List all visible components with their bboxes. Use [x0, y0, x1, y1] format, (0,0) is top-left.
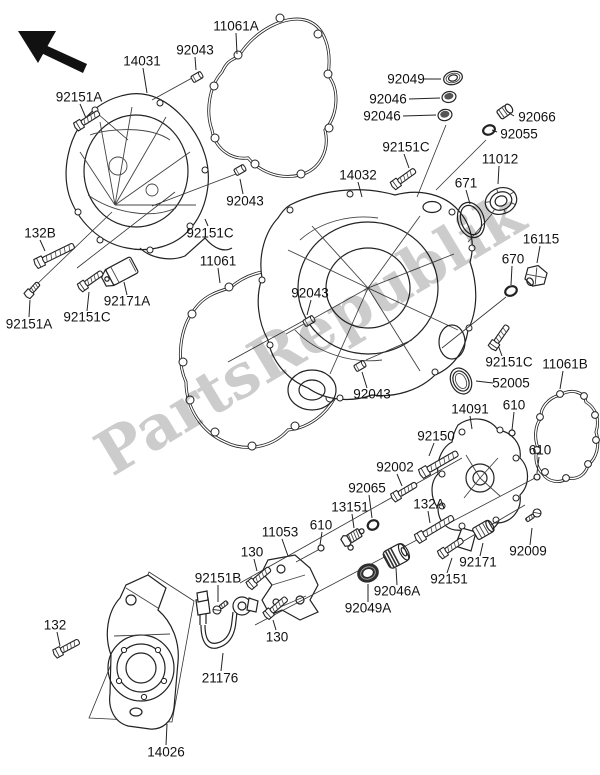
pin-610-3 — [318, 545, 324, 551]
part-label-92066: 92066 — [518, 109, 556, 125]
part-label-92151A: 92151A — [5, 316, 53, 332]
part-label-11061: 11061 — [199, 253, 237, 269]
part-label-21176: 21176 — [201, 670, 239, 686]
part-label-92043: 92043 — [291, 285, 329, 301]
part-label-610: 610 — [528, 442, 552, 458]
part-label-11061B: 11061B — [542, 356, 588, 372]
part-water-pump-cover-14091 — [432, 419, 528, 551]
part-label-92002: 92002 — [376, 459, 414, 475]
part-label-92055: 92055 — [500, 126, 538, 142]
part-sprocket-cover-14026 — [89, 572, 194, 729]
cap-11012 — [482, 183, 521, 218]
pin-610-1 — [509, 430, 515, 436]
valve-16115 — [521, 261, 551, 291]
cap-92046-2 — [437, 108, 453, 122]
part-label-92009: 92009 — [509, 543, 547, 559]
part-label-670: 670 — [501, 251, 525, 267]
part-generator-cover-14031 — [66, 94, 232, 259]
part-label-92065: 92065 — [348, 480, 386, 496]
part-gasket-11061B — [534, 391, 600, 482]
part-label-16115: 16115 — [522, 231, 560, 247]
part-label-92151B: 92151B — [194, 570, 242, 586]
part-label-52005: 52005 — [492, 375, 530, 391]
part-label-92046A: 92046A — [373, 583, 421, 599]
part-label-132B: 132B — [24, 225, 56, 241]
part-label-14091: 14091 — [451, 401, 489, 417]
part-label-92151C: 92151C — [382, 139, 430, 155]
part-label-92049A: 92049A — [344, 600, 392, 616]
oil-seal-52005 — [446, 365, 476, 398]
part-label-92171: 92171 — [459, 554, 497, 570]
seal-92049A — [357, 563, 379, 583]
part-label-610: 610 — [309, 517, 333, 533]
oring-92065 — [366, 518, 380, 531]
pin-610-2 — [534, 474, 540, 480]
holder-92171A — [99, 256, 138, 288]
part-label-11053: 11053 — [261, 524, 299, 540]
oring-92055 — [482, 124, 496, 137]
plug-92066 — [496, 103, 514, 120]
part-label-132: 132 — [43, 617, 67, 633]
part-label-11012: 11012 — [481, 151, 519, 167]
cap-92046-1 — [441, 90, 457, 103]
part-label-92043: 92043 — [353, 386, 391, 402]
part-label-13151: 13151 — [331, 499, 369, 515]
part-label-14032: 14032 — [339, 167, 377, 183]
sensor-21176 — [196, 591, 258, 648]
part-clutch-cover-14032 — [258, 190, 476, 410]
part-label-14031: 14031 — [123, 53, 161, 69]
part-label-92046: 92046 — [363, 108, 401, 124]
part-label-92171A: 92171A — [103, 293, 151, 309]
oring-671 — [453, 199, 489, 241]
part-label-92151C: 92151C — [485, 354, 533, 370]
leader-lines — [29, 33, 563, 745]
part-label-92151C: 92151C — [186, 225, 234, 241]
orientation-arrow-icon — [18, 31, 87, 73]
part-label-610: 610 — [502, 397, 526, 413]
oring-670 — [504, 284, 519, 297]
part-label-14026: 14026 — [147, 744, 185, 760]
part-label-130: 130 — [265, 629, 289, 645]
part-label-92151C: 92151C — [63, 309, 111, 325]
part-label-92049: 92049 — [387, 71, 425, 87]
part-label-92046: 92046 — [369, 91, 407, 107]
seal-92049 — [442, 69, 464, 86]
part-label-11061A: 11061A — [213, 18, 259, 34]
part-label-132A: 132A — [413, 496, 445, 512]
collar-92171 — [472, 519, 496, 540]
part-label-92151A: 92151A — [55, 89, 103, 105]
part-label-671: 671 — [454, 175, 478, 191]
part-gasket-11061A — [209, 14, 336, 178]
part-label-92043: 92043 — [176, 42, 214, 58]
part-label-130: 130 — [240, 544, 264, 560]
part-label-92151: 92151 — [430, 571, 468, 587]
part-label-92043: 92043 — [226, 193, 264, 209]
sensor-13151 — [340, 525, 369, 552]
bushing-92046A — [382, 542, 412, 570]
part-label-92150: 92150 — [417, 428, 455, 444]
